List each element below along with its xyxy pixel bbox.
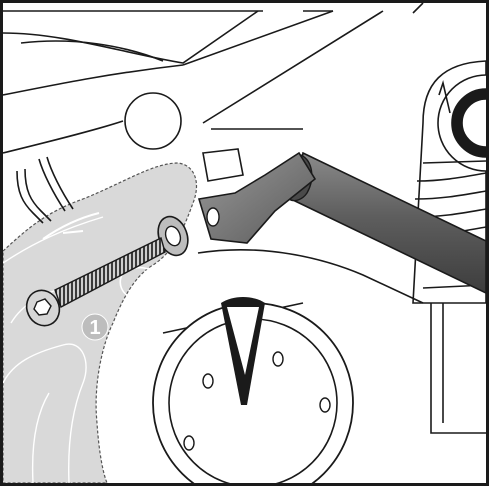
- callout-1-label: 1: [89, 317, 100, 339]
- assembly-diagram: 1: [3, 3, 486, 483]
- engine-cover: [152, 297, 354, 483]
- cables: [16, 156, 74, 224]
- bolt: [25, 237, 166, 327]
- bracket-hole: [206, 207, 220, 227]
- lower-frame-line: [197, 248, 424, 304]
- frame-tube-lines: [3, 3, 424, 154]
- callout-1: 1: [81, 313, 109, 341]
- frame-knob: [124, 92, 182, 150]
- mount-tube: [202, 148, 244, 182]
- mounting-bracket: [197, 151, 317, 244]
